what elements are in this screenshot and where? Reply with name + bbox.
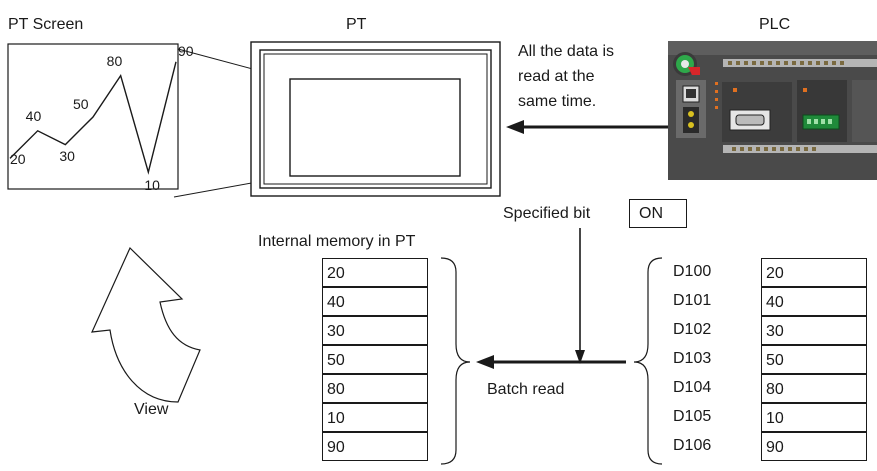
pt-memory-cell: 30 (322, 316, 428, 345)
plc-address-label: D102 (673, 321, 712, 338)
trend-point-label: 50 (73, 96, 89, 112)
trend-point-label: 10 (144, 177, 160, 194)
plc-address-label: D105 (673, 408, 712, 425)
view-label: View (134, 401, 169, 418)
pt-memory-cell: 90 (322, 432, 428, 461)
plc-address-label: D103 (673, 350, 712, 367)
pt-memory-brace (440, 257, 471, 465)
pt-memory-cell: 80 (322, 374, 428, 403)
trend-line (9, 61, 177, 175)
plc-memory-brace (633, 257, 663, 465)
plc-address-label: D100 (673, 263, 712, 280)
pt-screen-title: PT Screen (8, 16, 84, 33)
read-note-line-3: same time. (518, 93, 597, 110)
plc-memory-cell: 10 (761, 403, 867, 432)
batch-read-arrow-head (476, 355, 494, 369)
pt-device (250, 41, 501, 197)
batch-read-label: Batch read (487, 381, 565, 398)
view-arrow-icon (91, 246, 201, 403)
plc-memory-cell: 30 (761, 316, 867, 345)
read-note-line-2: read at the (518, 68, 595, 85)
pt-memory-cell: 40 (322, 287, 428, 316)
plc-address-label: D106 (673, 437, 712, 454)
plc-memory-cell: 40 (761, 287, 867, 316)
specified-bit-label: Specified bit (503, 205, 591, 222)
internal-memory-label: Internal memory in PT (258, 233, 416, 250)
plc-title: PLC (759, 16, 791, 33)
trend-point-label: 40 (25, 107, 42, 124)
plc-memory-cell: 90 (761, 432, 867, 461)
plc-device (668, 41, 877, 180)
plc-address-label: D101 (673, 292, 712, 309)
plc-memory-cell: 50 (761, 345, 867, 374)
trend-point-label: 30 (59, 147, 75, 164)
read-note-line-1: All the data is (518, 43, 615, 60)
trend-point-label: 80 (106, 52, 123, 69)
plc-memory-cell: 80 (761, 374, 867, 403)
pt-memory-cell: 20 (322, 258, 428, 287)
read-arrow-head (506, 120, 524, 134)
trigger-arrow-head (575, 350, 585, 364)
on-status-box: ON (629, 199, 687, 228)
trend-point-label: 20 (10, 151, 26, 168)
pt-display-area (289, 78, 461, 177)
plc-memory-cell: 20 (761, 258, 867, 287)
plc-address-label: D104 (673, 379, 712, 396)
pt-memory-cell: 10 (322, 403, 428, 432)
trend-point-label: 90 (178, 42, 194, 59)
pt-title: PT (346, 16, 367, 33)
pt-memory-cell: 50 (322, 345, 428, 374)
